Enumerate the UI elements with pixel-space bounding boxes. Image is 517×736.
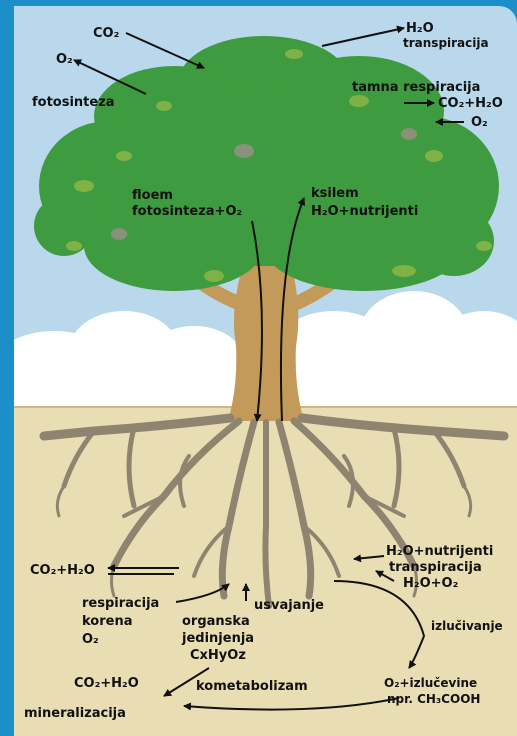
label-korena: korena bbox=[82, 614, 132, 629]
label-ksilem: ksilem bbox=[311, 186, 359, 201]
label-o2-izlucevine: O₂+izlučevine bbox=[384, 676, 477, 691]
label-h2o-o2: H₂O+O₂ bbox=[403, 576, 458, 591]
label-fotosinteza: fotosinteza bbox=[32, 95, 115, 110]
label-co2-top: CO₂ bbox=[93, 26, 119, 41]
label-mineralizacija: mineralizacija bbox=[24, 706, 126, 721]
label-o2-roots: O₂ bbox=[82, 632, 99, 647]
label-co2h2o-bottom: CO₂+H₂O bbox=[74, 676, 139, 691]
label-usvajanje: usvajanje bbox=[254, 598, 324, 613]
label-h2o-nutrijenti-top: H₂O+nutrijenti bbox=[311, 204, 418, 219]
label-floem: floem bbox=[132, 188, 173, 203]
label-h2o-nutrijenti-bottom: H₂O+nutrijenti bbox=[386, 544, 493, 559]
label-co2h2o-right: CO₂+H₂O bbox=[438, 96, 503, 111]
label-fotosinteza-o2: fotosinteza+O₂ bbox=[132, 204, 242, 219]
label-respiracija: respiracija bbox=[82, 596, 159, 611]
label-kometabolizam: kometabolizam bbox=[196, 679, 308, 694]
label-cxhyoz: CxHyOz bbox=[190, 648, 246, 663]
diagram-panel: CO₂ O₂ fotosinteza H₂O transpiracija tam… bbox=[14, 6, 517, 736]
label-transpiracija-top: transpiracija bbox=[403, 36, 489, 51]
label-o2-top: O₂ bbox=[56, 52, 73, 67]
label-npr-ch3cooh: npr. CH₃COOH bbox=[387, 692, 480, 707]
label-tamna-respiracija: tamna respiracija bbox=[352, 80, 480, 95]
label-izlucivanje: izlučivanje bbox=[431, 619, 503, 634]
label-organska: organska bbox=[182, 614, 250, 629]
label-transpiracija-bottom: transpiracija bbox=[389, 560, 482, 575]
label-h2o-top: H₂O bbox=[406, 21, 434, 36]
label-co2h2o-left: CO₂+H₂O bbox=[30, 563, 95, 578]
trunk bbox=[228, 256, 304, 421]
label-jedinjenja: jedinjenja bbox=[182, 631, 254, 646]
label-o2-right: O₂ bbox=[471, 115, 488, 130]
